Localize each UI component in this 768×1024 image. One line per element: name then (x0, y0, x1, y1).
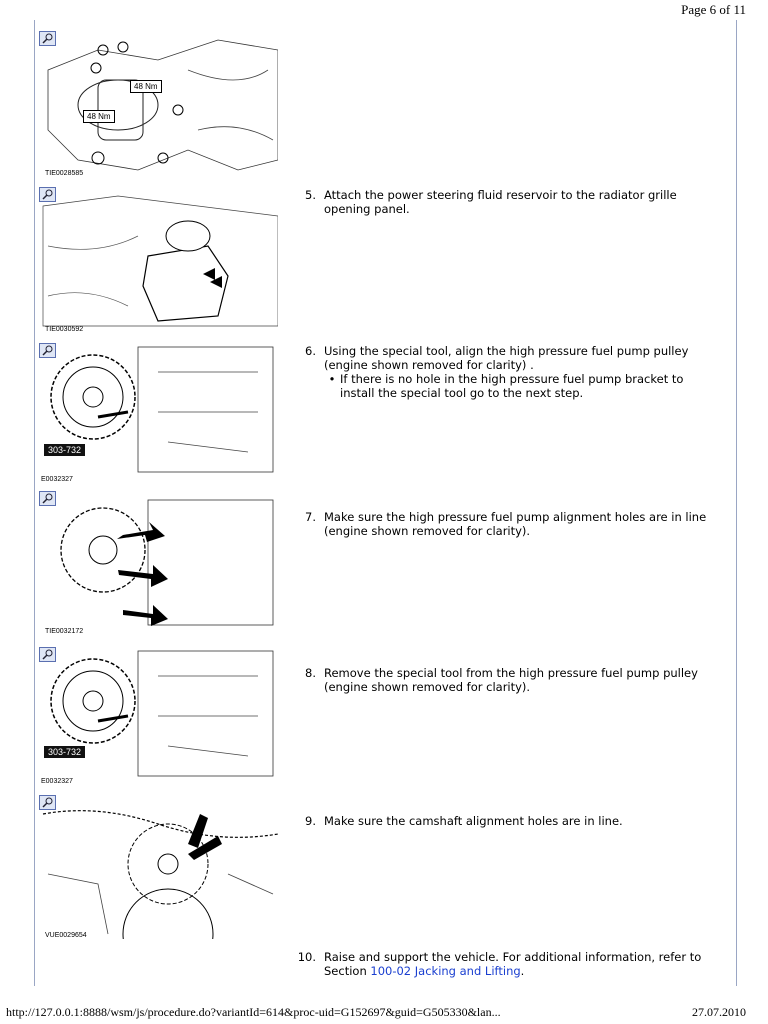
figure-4[interactable]: TIE0032172 (38, 490, 283, 640)
bullet-dot: • (328, 372, 336, 386)
step-row-5: TIE0030592 5. Attach the power steering f… (35, 186, 735, 336)
step-number: 5. (305, 188, 316, 202)
figure-3[interactable]: 303-732 E0032327 (38, 342, 283, 487)
step-row-8: 303-732 E0032327 8. Remove the special to… (35, 646, 735, 791)
step-row-10: 10. Raise and support the vehicle. For ad… (35, 948, 735, 984)
torque-label: 48 Nm (130, 80, 162, 93)
step-text: Remove the special tool from the high pr… (324, 666, 698, 694)
step-8: 8. Remove the special tool from the high … (290, 666, 714, 694)
figure-2-illustration (42, 195, 278, 327)
step-bullet: • If there is no hole in the high pressur… (324, 372, 714, 400)
figure-5[interactable]: 303-732 E0032327 (38, 646, 283, 791)
step-text: Make sure the camshaft alignment holes a… (324, 814, 623, 828)
step-5: 5. Attach the power steering fluid reserv… (290, 188, 714, 216)
step-text: Raise and support the vehicle. For addit… (324, 950, 702, 978)
jacking-lifting-link[interactable]: 100-02 Jacking and Lifting (370, 964, 521, 978)
step-6: 6. Using the special tool, align the high… (290, 344, 714, 400)
step-number: 6. (305, 344, 316, 358)
figure-4-illustration (60, 499, 274, 626)
step-text: Attach the power steering fluid reservoi… (324, 188, 677, 216)
figure-2[interactable]: TIE0030592 (38, 186, 283, 336)
tool-label: 303-732 (44, 746, 86, 758)
step-row-6: 303-732 E0032327 6. Using the special too… (35, 342, 735, 487)
zoom-icon[interactable] (39, 647, 56, 662)
figure-caption: E0032327 (41, 778, 73, 785)
zoom-icon[interactable] (39, 491, 56, 506)
figure-6-illustration (42, 810, 278, 939)
figure-3-illustration (50, 346, 274, 473)
step-number: 8. (305, 666, 316, 680)
zoom-icon[interactable] (39, 187, 56, 202)
step-number: 7. (305, 510, 316, 524)
footer-date: 27.07.2010 (692, 1005, 746, 1019)
figure-1-illustration (47, 39, 278, 171)
footer-url: http://127.0.0.1:8888/wsm/js/procedure.d… (6, 1005, 501, 1019)
step-text: Using the special tool, align the high p… (324, 344, 689, 372)
figure-caption: VUE0029654 (45, 932, 87, 939)
zoom-icon[interactable] (39, 795, 56, 810)
step-10: 10. Raise and support the vehicle. For ad… (290, 950, 714, 978)
step-text: Make sure the high pressure fuel pump al… (324, 510, 707, 538)
figure-caption: E0032327 (41, 476, 73, 483)
step-text-tail: . (520, 964, 525, 978)
footer: http://127.0.0.1:8888/wsm/js/procedure.d… (6, 1005, 746, 1020)
step-number: 9. (305, 814, 316, 828)
figure-6[interactable]: VUE0029654 (38, 794, 283, 944)
figure-5-illustration (50, 650, 274, 777)
figure-1[interactable]: 48 Nm 48 Nm TIE0028585 (38, 30, 283, 180)
figure-row-1: 48 Nm 48 Nm TIE0028585 (35, 30, 735, 180)
procedure-frame: 48 Nm 48 Nm TIE0028585 TIE0030592 5. Atta… (34, 20, 737, 986)
tool-label: 303-732 (44, 444, 86, 456)
step-9: 9. Make sure the camshaft alignment holes… (290, 814, 714, 828)
step-number: 10. (297, 950, 316, 964)
step-7: 7. Make sure the high pressure fuel pump … (290, 510, 714, 538)
bullet-text: If there is no hole in the high pressure… (340, 372, 684, 400)
figure-caption: TIE0028585 (45, 170, 84, 177)
page-number: Page 6 of 11 (681, 2, 746, 17)
figure-caption: TIE0030592 (45, 326, 84, 333)
zoom-icon[interactable] (39, 343, 56, 358)
step-row-9: VUE0029654 9. Make sure the camshaft alig… (35, 794, 735, 944)
torque-label: 48 Nm (83, 110, 115, 123)
step-row-7: TIE0032172 7. Make sure the high pressure… (35, 490, 735, 640)
zoom-icon[interactable] (39, 31, 56, 46)
figure-caption: TIE0032172 (45, 628, 84, 635)
